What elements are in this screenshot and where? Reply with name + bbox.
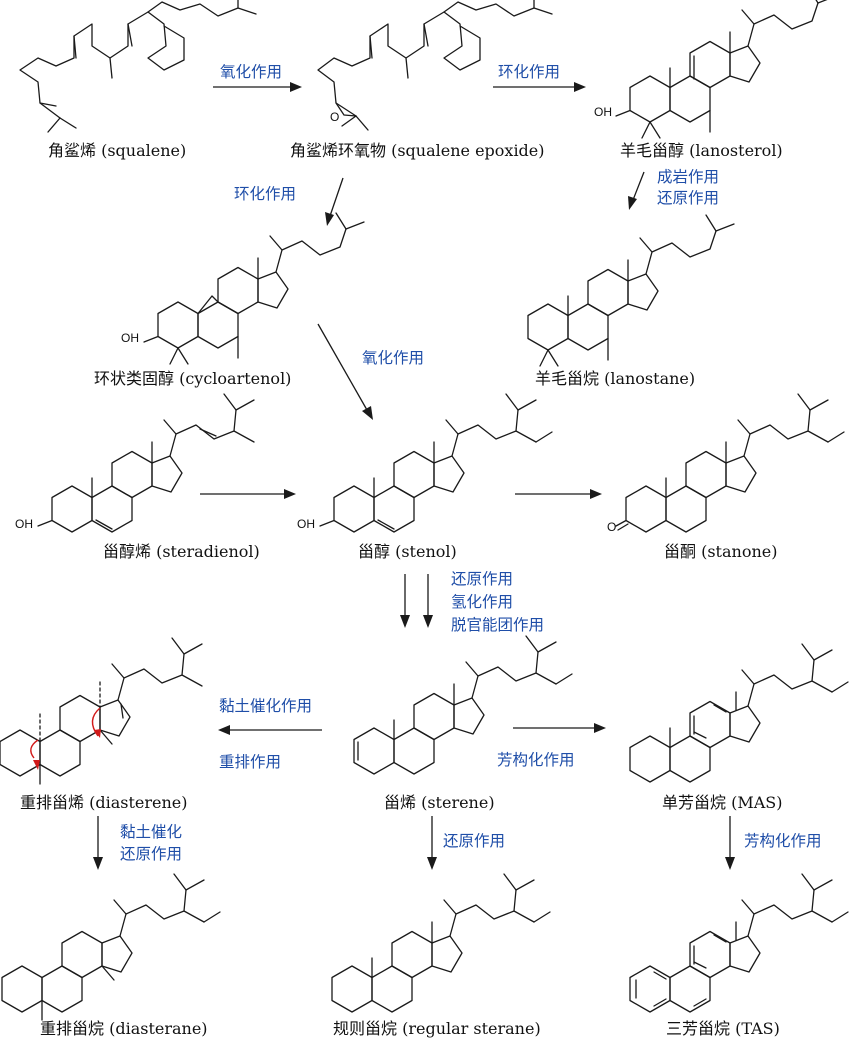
reaction-arrows [93, 82, 735, 870]
compound-label-diasterene: 重排甾烯 (diasterene) [20, 793, 188, 812]
squalene-structure [19, 0, 257, 133]
compound-label-diasterane: 重排甾烷 (diasterane) [40, 1019, 208, 1038]
reaction-label-cyclization-1: 环化作用 [498, 63, 561, 81]
compound-label-mas: 单芳甾烷 (MAS) [662, 793, 783, 812]
compound-label-lanosterol: 羊毛甾醇 (lanosterol) [620, 141, 783, 160]
reaction-label-reduction-4: 还原作用 [443, 832, 506, 850]
compound-label-steradienol: 甾醇烯 (steradienol) [103, 542, 260, 561]
epoxide-o-label: O [330, 110, 340, 124]
oh-label-steradienol: OH [15, 517, 33, 531]
reaction-label-clay-catalysis-2: 黏土催化 [120, 823, 183, 841]
reaction-label-reduction-1: 还原作用 [657, 189, 720, 207]
oh-label-stenol: OH [297, 517, 315, 531]
compound-label-stanone: 甾酮 (stanone) [664, 542, 778, 561]
oh-label-cycloartenol: OH [121, 331, 139, 345]
diasterane-structure [1, 873, 221, 1021]
reaction-label-rearrangement: 重排作用 [219, 753, 282, 771]
reaction-label-reduction-2: 还原作用 [451, 570, 514, 588]
reaction-label-clay-catalysis: 黏土催化作用 [219, 697, 313, 715]
compound-label-tas: 三芳甾烷 (TAS) [666, 1019, 780, 1038]
ketone-o-label: O [607, 520, 617, 534]
compound-label-squalene: 角鲨烯 (squalene) [48, 141, 187, 160]
stanone-structure [615, 393, 845, 533]
reaction-label-hydrogenation: 氢化作用 [451, 593, 514, 611]
compound-label-squalene-epoxide: 角鲨烯环氧物 (squalene epoxide) [290, 141, 545, 160]
regular-sterane-structure [331, 873, 551, 1013]
oh-label-lanosterol: OH [594, 105, 612, 119]
reaction-label-oxidation-2: 氧化作用 [362, 349, 425, 367]
reaction-label-aromatization-2: 芳构化作用 [744, 832, 822, 850]
compound-label-cycloartenol: 环状类固醇 (cycloartenol) [94, 369, 292, 388]
lanostane-structure [527, 214, 735, 367]
compound-label-lanostane: 羊毛甾烷 (lanostane) [535, 369, 696, 388]
sterene-structure [353, 635, 573, 775]
reaction-label-aromatization-1: 芳构化作用 [497, 751, 575, 769]
compound-label-regular-sterane: 规则甾烷 (regular sterane) [333, 1019, 541, 1038]
reaction-label-diagenesis: 成岩作用 [657, 168, 720, 186]
compound-label-sterene: 甾烯 (sterene) [384, 793, 495, 812]
reaction-label-oxidation: 氧化作用 [220, 63, 283, 81]
stenol-structure [319, 393, 553, 533]
mas-structure [629, 643, 849, 783]
steradienol-structure [37, 393, 255, 533]
squalene-epoxide-structure [317, 0, 553, 131]
tas-structure [629, 873, 849, 1013]
reaction-label-cyclization-2: 环化作用 [234, 185, 297, 203]
compound-label-stenol: 甾醇 (stenol) [358, 542, 457, 561]
reaction-label-defunctionalization: 脱官能团作用 [451, 616, 545, 634]
diasterene-structure [0, 637, 203, 785]
lanosterol-structure [615, 0, 828, 139]
reaction-label-reduction-3: 还原作用 [120, 845, 183, 863]
cycloartenol-structure [143, 212, 365, 365]
